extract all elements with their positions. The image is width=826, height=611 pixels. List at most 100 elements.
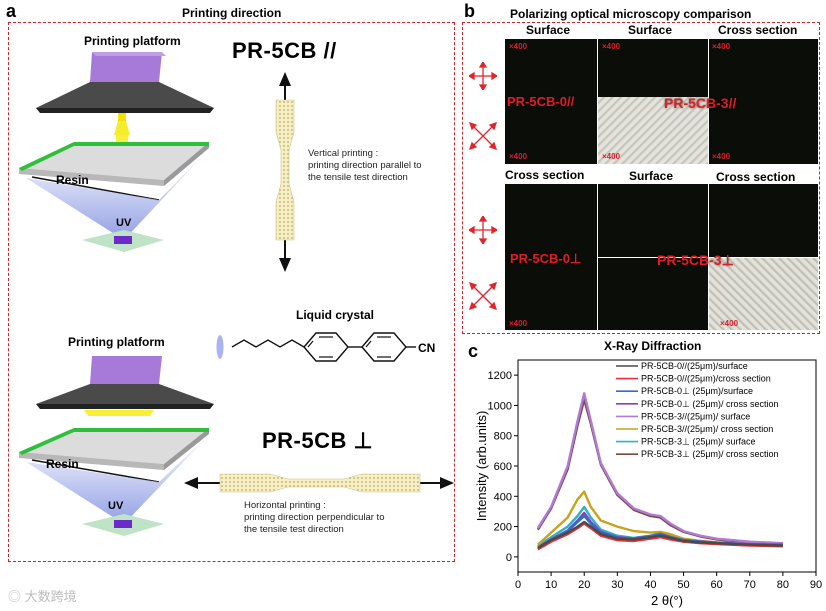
polarizer-diagonal-icon-2 bbox=[469, 282, 497, 310]
printer-vertical-illustration bbox=[19, 52, 214, 252]
pom-tile-3-parallel-surface-dark bbox=[598, 39, 708, 97]
pom-header-cross-section-2: Cross section bbox=[505, 168, 585, 182]
y-tick-label: 1200 bbox=[488, 370, 512, 382]
panel-a-title: Printing direction bbox=[182, 6, 282, 20]
platform-plate-bottom bbox=[36, 384, 214, 408]
pom-tile-3-perp-cross-dark bbox=[709, 184, 818, 257]
platform-label-bottom: Printing platform bbox=[68, 335, 165, 349]
cn-group-label: CN bbox=[418, 341, 436, 355]
horizontal-dogbone-sample bbox=[184, 473, 454, 493]
platform-block-top bbox=[90, 52, 162, 82]
legend-entry: PR-5CB-3//(25μm)/ cross section bbox=[641, 424, 773, 434]
watermark-text: 大数跨境 bbox=[24, 589, 77, 604]
x-tick-label: 60 bbox=[711, 579, 723, 591]
vertical-dogbone-sample bbox=[275, 72, 295, 272]
legend-entry: PR-5CB-0⊥ (25μm)/surface bbox=[641, 386, 753, 396]
platform-plate-top bbox=[36, 82, 214, 110]
pom-tile-3-perp-cross-light bbox=[709, 258, 818, 330]
mag-label-1: ×400 bbox=[509, 42, 528, 51]
uv-label-bottom: UV bbox=[108, 500, 124, 512]
printer-horizontal-illustration bbox=[19, 356, 214, 536]
series-line bbox=[537, 520, 783, 549]
y-tick-label: 800 bbox=[494, 431, 512, 443]
y-tick-label: 1000 bbox=[488, 400, 512, 412]
y-axis-label: Intensity (arb.units) bbox=[474, 411, 489, 522]
y-tick-label: 200 bbox=[494, 522, 512, 534]
pom-label-3-parallel: PR-5CB-3// bbox=[664, 95, 737, 111]
printed-part-horizontal bbox=[84, 410, 154, 416]
mag-label-5: ×400 bbox=[602, 152, 621, 161]
platform-block-bottom bbox=[90, 356, 162, 384]
polarizer-cross-icon-2 bbox=[469, 216, 497, 244]
pom-header-cross-section-1: Cross section bbox=[718, 23, 798, 37]
pom-tile-0-perp-surface bbox=[598, 184, 708, 257]
x-tick-label: 30 bbox=[611, 579, 623, 591]
liquid-crystal-molecule bbox=[216, 332, 416, 362]
vertical-printing-note: Vertical printing : printing direction p… bbox=[308, 148, 422, 184]
panel-b-title: Polarizing optical microscopy comparison bbox=[510, 7, 752, 21]
pom-header-surface-2: Surface bbox=[628, 23, 673, 37]
pom-label-0-parallel: PR-5CB-0// bbox=[507, 94, 575, 109]
xrd-chart: 0 10 20 30 40 50 60 70 80 90 0 200 400 600 800 1000 1200… bbox=[474, 359, 822, 608]
mag-label-7: ×400 bbox=[509, 319, 528, 328]
pom-label-3-perp: PR-5CB-3⊥ bbox=[657, 252, 734, 268]
legend-entry: PR-5CB-3⊥ (25μm)/ cross section bbox=[641, 449, 779, 459]
x-tick-label: 80 bbox=[777, 579, 789, 591]
panel-a-letter: a bbox=[6, 1, 17, 21]
mag-label-4: ×400 bbox=[509, 152, 528, 161]
x-tick-label: 10 bbox=[545, 579, 557, 591]
pom-header-surface-3: Surface bbox=[629, 169, 674, 183]
vertical-note-line-1: Vertical printing : bbox=[308, 148, 379, 159]
pom-tile-3-parallel-surface-light bbox=[598, 97, 708, 164]
x-tick-label: 70 bbox=[744, 579, 756, 591]
x-tick-label: 0 bbox=[515, 579, 521, 591]
y-tick-label: 400 bbox=[494, 491, 512, 503]
panel-b-letter: b bbox=[464, 1, 475, 21]
horizontal-note-line-1: Horizontal printing : bbox=[244, 500, 326, 511]
resin-label-top: Resin bbox=[56, 173, 89, 187]
series-line bbox=[536, 392, 783, 545]
legend-entry: PR-5CB-0⊥ (25μm)/ cross section bbox=[641, 399, 779, 409]
vertical-note-line-2: printing direction parallel to bbox=[308, 160, 422, 171]
legend-entry: PR-5CB-0//(25μm)/surface bbox=[641, 361, 748, 371]
mag-label-8: ×400 bbox=[720, 319, 739, 328]
panel-b-frame bbox=[462, 22, 820, 334]
pom-header-surface-1: Surface bbox=[526, 23, 571, 37]
polarizer-cross-icon-1 bbox=[469, 62, 497, 90]
lc-ellipse-icon bbox=[216, 335, 224, 359]
pom-tile-0-parallel-surface bbox=[505, 39, 597, 164]
pom-tile-0-perp-cross bbox=[505, 184, 597, 330]
pom-tile-3-parallel-cross bbox=[709, 39, 818, 164]
horizontal-note-line-2: printing direction perpendicular to bbox=[244, 512, 385, 523]
vertical-note-line-3: the tensile test direction bbox=[308, 172, 408, 183]
watermark-logo-icon: ◎ bbox=[8, 589, 22, 604]
x-tick-label: 40 bbox=[644, 579, 656, 591]
pom-tile-3-perp-surface bbox=[598, 258, 708, 330]
x-axis-label: 2 θ(°) bbox=[651, 593, 683, 608]
y-tick-label: 0 bbox=[506, 552, 512, 564]
horizontal-note-line-3: the tensile test direction bbox=[244, 524, 344, 535]
x-tick-label: 20 bbox=[578, 579, 590, 591]
y-tick-label: 600 bbox=[494, 461, 512, 473]
legend-entry: PR-5CB-0//(25μm)/cross section bbox=[641, 374, 771, 384]
mag-label-3: ×400 bbox=[712, 42, 731, 51]
pom-label-0-perp: PR-5CB-0⊥ bbox=[510, 251, 582, 266]
legend-entry: PR-5CB-3⊥ (25μm)/ surface bbox=[641, 437, 756, 447]
resin-label-bottom: Resin bbox=[46, 457, 79, 471]
pom-header-cross-section-3: Cross section bbox=[716, 170, 796, 184]
sample-label-parallel: PR-5CB // bbox=[232, 38, 337, 63]
platform-label-top: Printing platform bbox=[84, 34, 181, 48]
mag-label-2: ×400 bbox=[602, 42, 621, 51]
x-tick-label: 50 bbox=[677, 579, 689, 591]
panel-c-letter: c bbox=[468, 341, 479, 361]
watermark: ◎ 大数跨境 bbox=[8, 586, 77, 605]
uv-label-top: UV bbox=[116, 217, 132, 229]
panel-a-frame bbox=[8, 22, 455, 562]
horizontal-printing-note: Horizontal printing : printing direction… bbox=[244, 500, 384, 536]
sample-label-perpendicular: PR-5CB ⊥ bbox=[262, 428, 374, 453]
x-tick-label: 90 bbox=[810, 579, 822, 591]
mag-label-6: ×400 bbox=[712, 152, 731, 161]
liquid-crystal-label: Liquid crystal bbox=[296, 308, 375, 322]
polarizer-diagonal-icon-1 bbox=[469, 122, 497, 150]
legend-entry: PR-5CB-3//(25μm)/ surface bbox=[641, 411, 750, 421]
